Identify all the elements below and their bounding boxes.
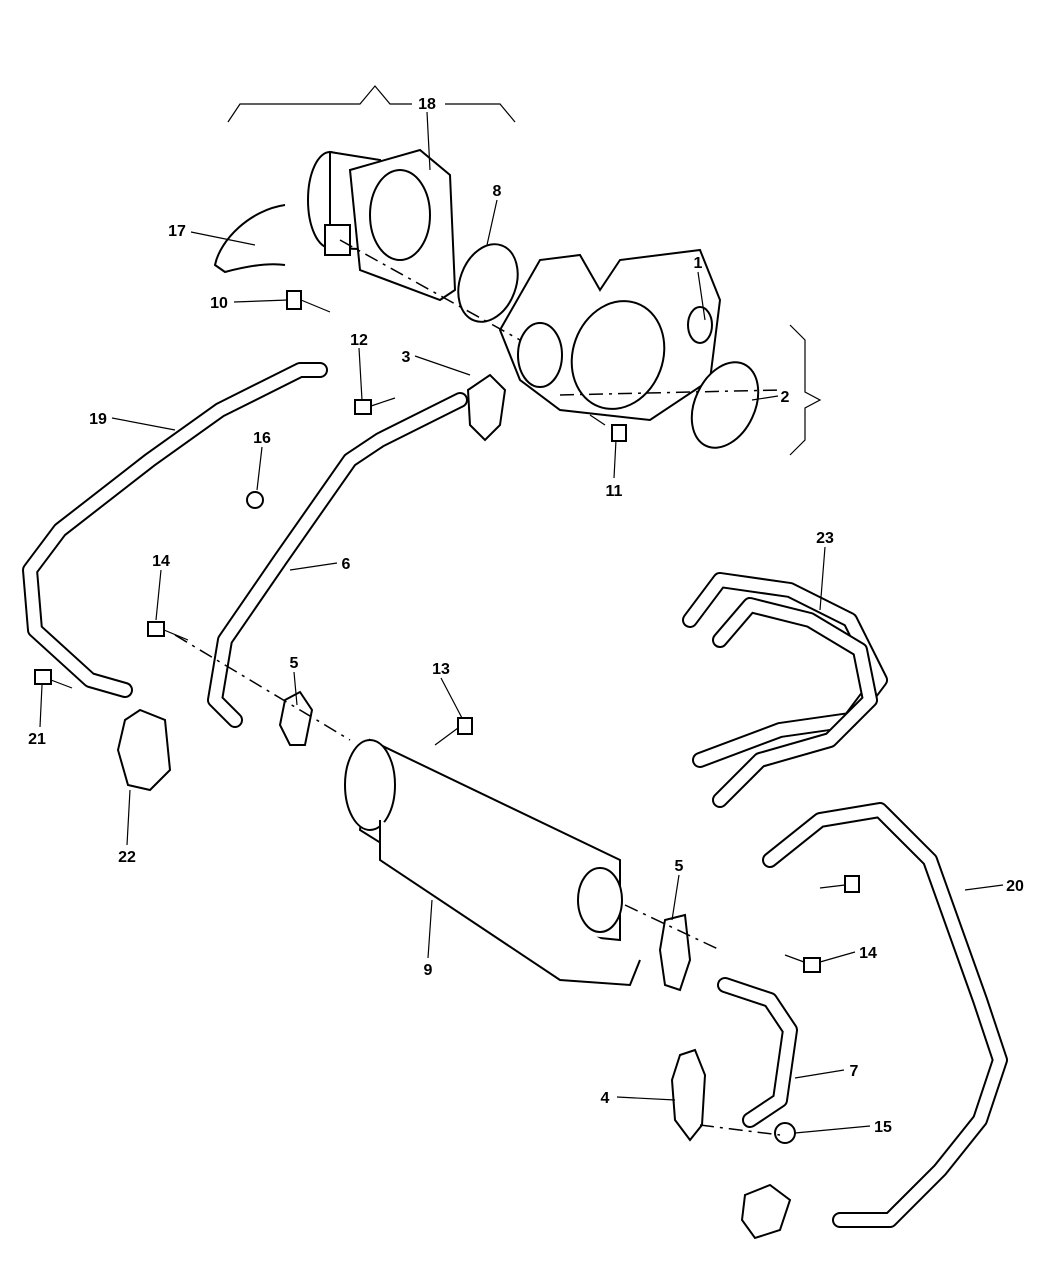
callout-16: 16 [253,430,271,447]
bolt-10 [286,290,331,313]
gasket-4 [670,1048,707,1142]
pipe-6 [207,392,468,728]
callout-5b: 5 [675,858,684,875]
gasket-3 [466,373,507,442]
o-ring-8 [457,243,519,323]
bolt-11 [589,414,627,442]
callout-19: 19 [89,411,107,428]
bolt-20 [819,875,860,893]
callout-21: 21 [28,731,46,748]
egr-valve [498,248,722,422]
callout-3: 3 [402,349,411,366]
callout-4: 4 [601,1090,610,1107]
egr-cooler [344,738,641,987]
callout-17: 17 [168,223,186,240]
leader-lines [39,111,1004,1134]
bolt-14a [147,621,189,641]
callout-9: 9 [424,962,433,979]
throttle-body [307,148,457,302]
gasket-22 [116,708,172,792]
callout-10: 10 [210,295,228,312]
callout-14a: 14 [152,553,170,570]
bolt-14b [784,954,821,973]
callout-5a: 5 [290,655,299,672]
gasket-5b [658,913,692,992]
callout-18: 18 [418,96,436,113]
group-bracket-18 [227,85,516,123]
gasket-5a [278,690,314,746]
callout-1: 1 [694,255,703,272]
callout-20: 20 [1006,878,1024,895]
bolt-13 [434,717,473,746]
nut-16 [246,491,264,509]
callout-7: 7 [850,1063,859,1080]
callout-12: 12 [350,332,368,349]
gasket-lower [740,1183,792,1240]
pipe-19 [22,362,328,698]
callout-15: 15 [874,1119,892,1136]
callout-13: 13 [432,661,450,678]
callout-6: 6 [342,556,351,573]
group-brace-right [789,324,822,456]
nut-15 [774,1122,796,1144]
wire-clip-17 [213,204,286,274]
callout-22: 22 [118,849,136,866]
callout-23: 23 [816,530,834,547]
callouts: 18 17 8 1 10 12 3 2 19 16 11 6 23 14 5 1… [28,96,1024,1136]
pipe-20 [762,802,1008,1228]
bolt-12 [354,397,396,415]
bolt-21 [34,669,73,689]
callout-8: 8 [493,183,502,200]
callout-14b: 14 [859,945,877,962]
callout-11: 11 [606,483,623,500]
callout-2: 2 [781,389,790,406]
